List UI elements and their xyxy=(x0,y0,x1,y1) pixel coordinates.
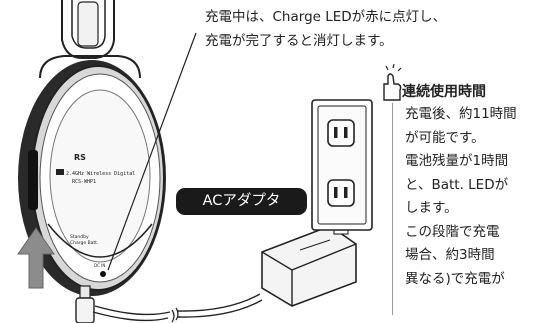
tip-body: 充電後、約11時間 が可能です。 電池残量が1時間 と、Batt. LEDが し… xyxy=(405,103,517,291)
headband xyxy=(61,0,115,59)
callout-leader-line xyxy=(107,32,197,271)
tip-line: 異なる)で充電が xyxy=(405,270,505,287)
insert-up-arrow xyxy=(17,227,55,289)
tip-line: 充電後、約11時間 xyxy=(405,106,517,122)
cup-bottom-sub: Charge Batt. xyxy=(70,240,98,246)
tip-line: と、Batt. LEDが xyxy=(405,176,509,193)
dc-plug xyxy=(75,285,95,323)
tip-line: この段階で充電 xyxy=(405,223,500,240)
dc-in-label: DC IN xyxy=(94,263,105,268)
callout-line-2: 充電が完了すると消灯します。 xyxy=(205,33,393,49)
tip-line: します。 xyxy=(405,200,458,216)
tip-title: 連続使用時間 xyxy=(402,84,486,100)
tip-line: 電池残量が1時間 xyxy=(405,153,509,169)
cup-model-line: 2.4GHz Wireless Digital xyxy=(66,171,135,177)
callout-line-1: 充電中は、Charge LEDが赤に点灯し、 xyxy=(205,9,447,25)
cup-bottom-label: Standby xyxy=(70,234,89,240)
wall-outlet xyxy=(311,99,373,231)
cup-model: RCS-WHP1 xyxy=(72,179,96,185)
cup-brand: RS xyxy=(74,153,86,162)
tip-line: が可能です。 xyxy=(405,129,485,146)
tip-divider xyxy=(392,103,393,315)
hand-tip-icon xyxy=(383,63,402,101)
charge-led xyxy=(100,271,106,277)
ac-adapter-label: ACアダプタ xyxy=(176,188,307,215)
headphone-ear-cup xyxy=(18,60,166,296)
charging-callout: 充電中は、Charge LEDが赤に点灯し、 充電が完了すると消灯します。 xyxy=(205,5,540,53)
ac-adapter xyxy=(261,221,357,307)
tip-line: 場合、約3時間 xyxy=(405,247,495,263)
